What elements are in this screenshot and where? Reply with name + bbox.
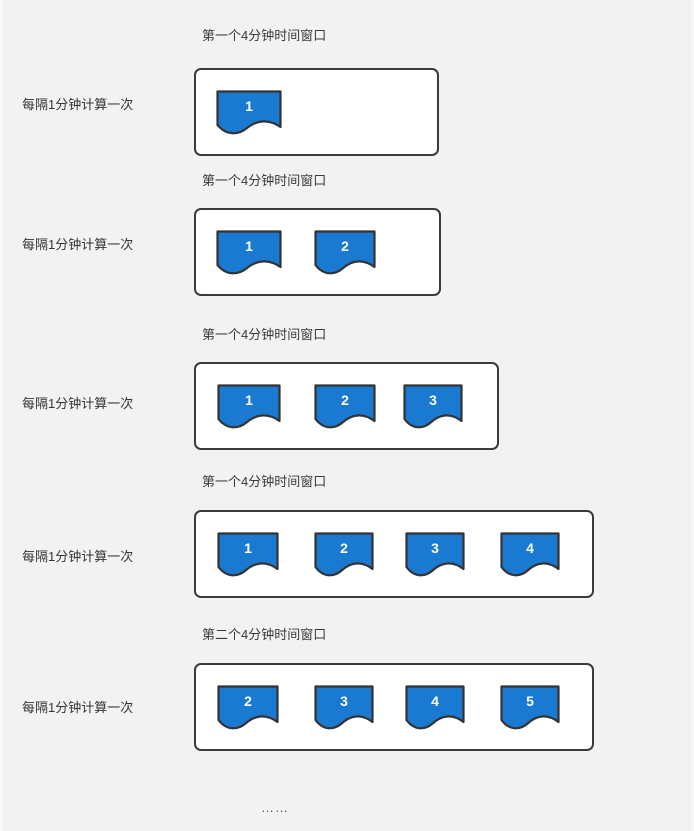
- minute-flag[interactable]: 2: [314, 532, 374, 577]
- minute-flag[interactable]: 3: [405, 532, 465, 577]
- minute-flag[interactable]: 2: [217, 685, 279, 730]
- minute-flag[interactable]: 2: [314, 230, 376, 275]
- continuation-ellipsis: ……: [261, 800, 289, 815]
- window-title-label: 第一个4分钟时间窗口: [202, 474, 327, 489]
- minute-flag[interactable]: 4: [405, 685, 465, 730]
- window-title-label: 第二个4分钟时间窗口: [202, 627, 327, 642]
- canvas-left-edge: [0, 0, 3, 831]
- window-title-label: 第一个4分钟时间窗口: [202, 28, 327, 43]
- compute-interval-label: 每隔1分钟计算一次: [22, 700, 134, 715]
- window-title-label: 第一个4分钟时间窗口: [202, 327, 327, 342]
- minute-flag[interactable]: 3: [314, 685, 374, 730]
- minute-flag[interactable]: 2: [314, 384, 376, 429]
- compute-interval-label: 每隔1分钟计算一次: [22, 97, 134, 112]
- canvas-right-edge: [691, 0, 694, 831]
- flag-strip: 1: [196, 70, 437, 154]
- minute-flag[interactable]: 4: [500, 532, 560, 577]
- compute-interval-label: 每隔1分钟计算一次: [22, 549, 134, 564]
- time-window-box: 1: [194, 68, 439, 156]
- compute-interval-label: 每隔1分钟计算一次: [22, 396, 134, 411]
- minute-flag[interactable]: 3: [403, 384, 463, 429]
- minute-flag[interactable]: 1: [216, 230, 282, 275]
- window-title-label: 第一个4分钟时间窗口: [202, 173, 327, 188]
- compute-interval-label: 每隔1分钟计算一次: [22, 237, 134, 252]
- minute-flag[interactable]: 1: [216, 90, 282, 135]
- minute-flag[interactable]: 5: [500, 685, 560, 730]
- minute-flag[interactable]: 1: [217, 384, 281, 429]
- minute-flag[interactable]: 1: [217, 532, 279, 577]
